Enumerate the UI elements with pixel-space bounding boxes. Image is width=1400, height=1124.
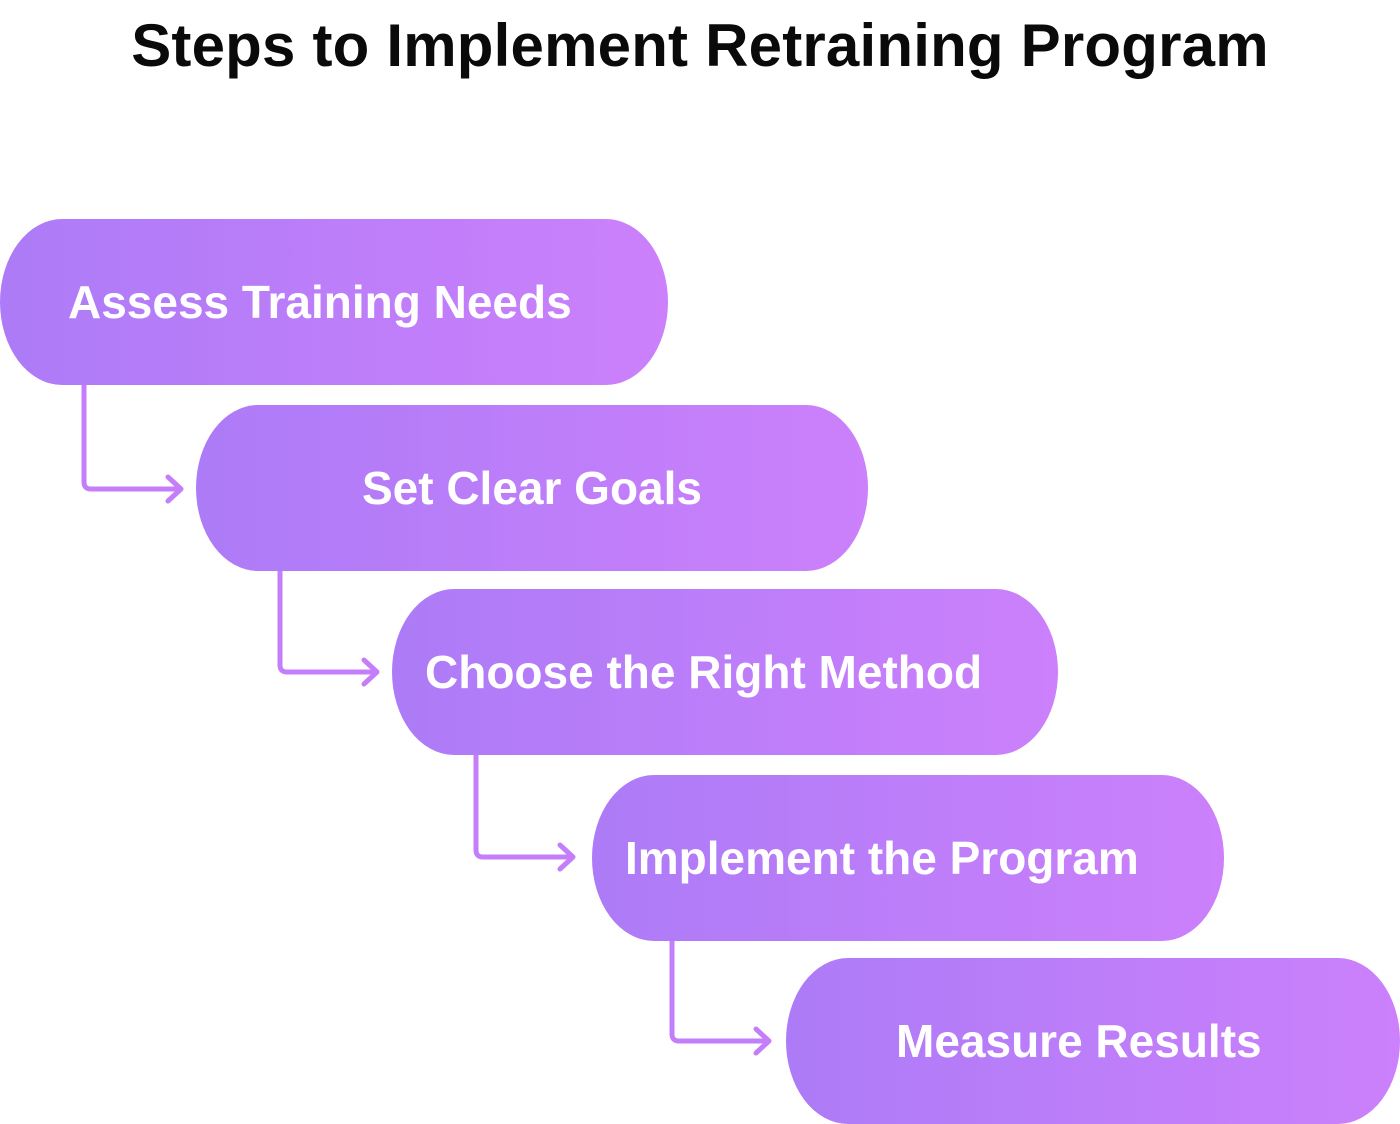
connector-arrow-3 [473,749,576,872]
connector-arrow-1 [81,381,184,504]
connector-arrow-2 [277,566,380,687]
step-4: Implement the Program [592,775,1224,941]
step-2-label: Set Clear Goals [361,462,703,514]
connector-arrow-4 [669,936,772,1056]
step-3: Choose the Right Method [392,589,1058,755]
step-1-label: Assess Training Needs [68,276,572,328]
step-4-label: Implement the Program [625,832,1139,884]
diagram-title: Steps to Implement Retraining Program [131,12,1269,79]
step-5: Measure Results [786,958,1400,1124]
step-2: Set Clear Goals [196,405,868,571]
step-3-label: Choose the Right Method [425,646,983,698]
step-1: Assess Training Needs [0,219,668,385]
step-5-label: Measure Results [896,1015,1262,1067]
